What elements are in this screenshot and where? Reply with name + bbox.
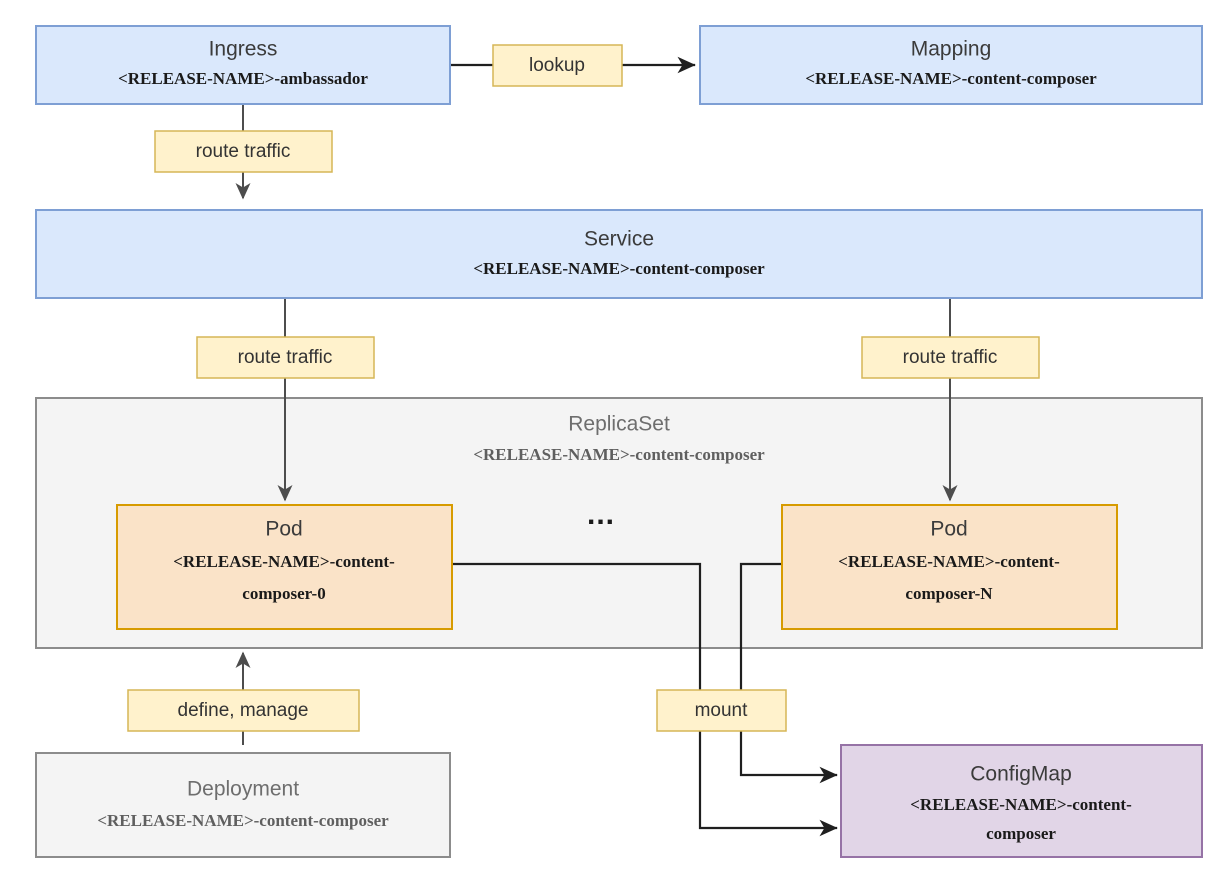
route-traffic-1-label-text: route traffic	[196, 141, 291, 162]
pods-ellipsis: ...	[587, 498, 615, 531]
deployment-box[interactable]	[35, 752, 451, 858]
node-deployment[interactable]: Deployment <RELEASE-NAME>-content-compos…	[35, 752, 451, 858]
pod-0-box[interactable]	[116, 504, 453, 630]
ingress-kind-label: Ingress	[209, 38, 278, 61]
mapping-name-label: <RELEASE-NAME>-content-composer	[805, 69, 1097, 88]
edge-label-route-traffic-service-pod-n[interactable]: route traffic	[861, 336, 1040, 379]
pod-n-name-line-2: composer-N	[905, 584, 993, 603]
service-kind-label: Service	[584, 228, 654, 251]
lookup-label-box[interactable]	[492, 44, 623, 87]
edge-pod-n-to-configmap	[739, 562, 838, 784]
mount-label-box[interactable]	[656, 689, 787, 732]
pod-0-name-line-1: <RELEASE-NAME>-content-	[173, 552, 395, 571]
lookup-label-text: lookup	[529, 55, 585, 76]
ingress-name-label: <RELEASE-NAME>-ambassador	[118, 69, 368, 88]
node-service[interactable]: Service <RELEASE-NAME>-content-composer	[35, 209, 1203, 299]
configmap-name-line-2: composer	[986, 824, 1056, 843]
service-box[interactable]	[35, 209, 1203, 299]
mount-label-text: mount	[695, 700, 749, 721]
route-traffic-3-label-box[interactable]	[861, 336, 1040, 379]
pod-n-kind-label: Pod	[930, 518, 967, 541]
route-traffic-2-label-box[interactable]	[196, 336, 375, 379]
route-traffic-1-label-box[interactable]	[154, 130, 333, 173]
define-manage-label-box[interactable]	[127, 689, 360, 732]
configmap-kind-label: ConfigMap	[970, 763, 1072, 786]
replicaset-kind-label: ReplicaSet	[568, 413, 670, 436]
define-manage-label-text: define, manage	[178, 700, 309, 721]
mapping-kind-label: Mapping	[911, 38, 992, 61]
pod-0-name-line-2: composer-0	[242, 584, 325, 603]
edge-label-route-traffic-service-pod-0[interactable]: route traffic	[196, 336, 375, 379]
edge-label-route-traffic-ingress-service[interactable]: route traffic	[154, 130, 333, 173]
deployment-kind-label: Deployment	[187, 778, 299, 801]
configmap-box[interactable]	[840, 744, 1203, 858]
configmap-name-line-1: <RELEASE-NAME>-content-	[910, 795, 1132, 814]
route-traffic-2-label-text: route traffic	[238, 347, 333, 368]
node-ingress[interactable]: Ingress <RELEASE-NAME>-ambassador	[35, 25, 451, 105]
pod-n-name-line-1: <RELEASE-NAME>-content-	[838, 552, 1060, 571]
route-traffic-3-label-text: route traffic	[903, 347, 998, 368]
service-name-label: <RELEASE-NAME>-content-composer	[473, 259, 765, 278]
edge-label-mount[interactable]: mount	[656, 689, 787, 732]
node-pod-0[interactable]: Pod <RELEASE-NAME>-content- composer-0	[116, 504, 453, 630]
deployment-name-label: <RELEASE-NAME>-content-composer	[97, 811, 389, 830]
node-pod-n[interactable]: Pod <RELEASE-NAME>-content- composer-N	[781, 504, 1118, 630]
edge-label-define-manage[interactable]: define, manage	[127, 689, 360, 732]
mapping-box[interactable]	[699, 25, 1203, 105]
pod-0-kind-label: Pod	[265, 518, 302, 541]
edge-label-lookup[interactable]: lookup	[492, 44, 623, 87]
replicaset-name-label: <RELEASE-NAME>-content-composer	[473, 445, 765, 464]
ingress-box[interactable]	[35, 25, 451, 105]
node-configmap[interactable]: ConfigMap <RELEASE-NAME>-content- compos…	[840, 744, 1203, 858]
pod-n-box[interactable]	[781, 504, 1118, 630]
node-mapping[interactable]: Mapping <RELEASE-NAME>-content-composer	[699, 25, 1203, 105]
